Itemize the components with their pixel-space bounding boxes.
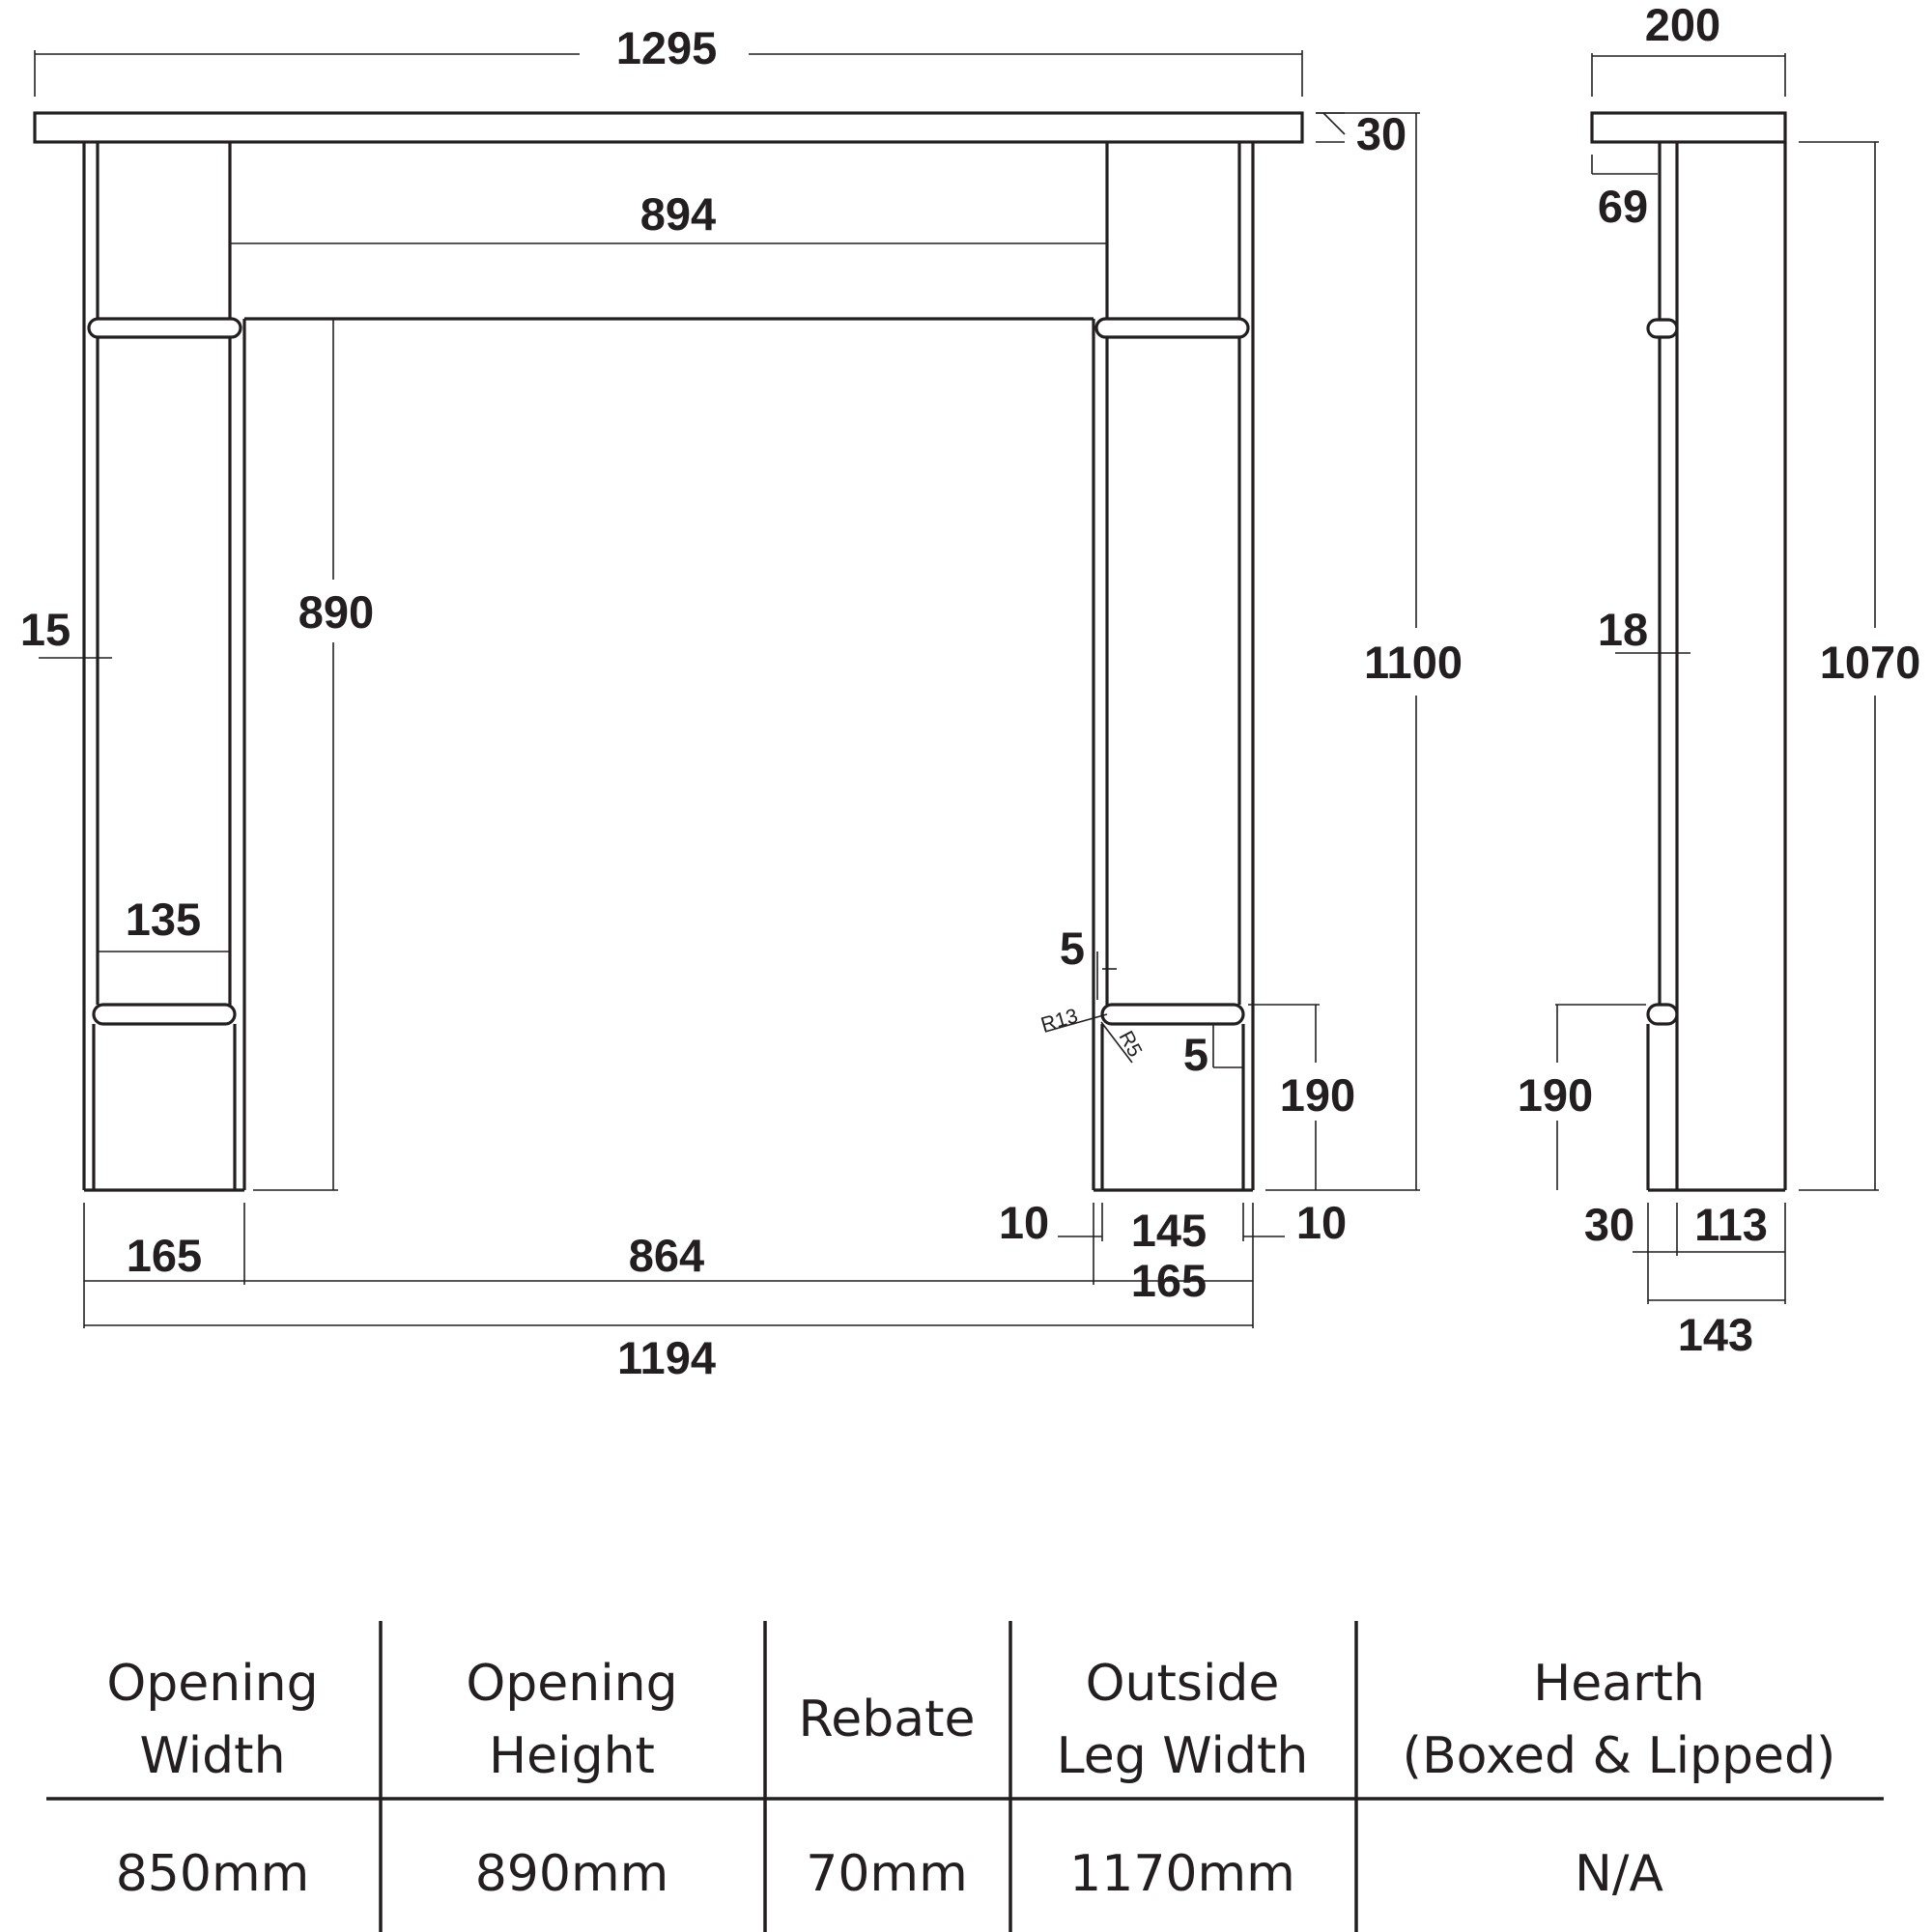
header-opening-height-line2: Height	[489, 1727, 655, 1785]
dim-leg-width-left: 165	[127, 1230, 202, 1281]
header-opening-height-line1: Opening	[466, 1655, 677, 1713]
dim-plinth-step: 5	[1183, 1029, 1208, 1080]
header-opening-width-line2: Width	[139, 1727, 285, 1785]
dim-total-depth: 143	[1678, 1309, 1753, 1360]
left-leg	[82, 142, 246, 1192]
dim-plinth-height: 190	[1280, 1069, 1355, 1121]
header-rebate: Rebate	[798, 1690, 975, 1748]
dim-pilaster-inset: 15	[20, 604, 71, 655]
value-outside-leg-width: 1170mm	[1069, 1845, 1295, 1903]
side-view: 200 69 18 190 1070 30 113 143	[1518, 0, 1920, 1360]
header-hearth-line2: (Boxed & Lipped)	[1403, 1727, 1836, 1785]
value-opening-height: 890mm	[475, 1845, 669, 1903]
value-opening-width: 850mm	[116, 1845, 310, 1903]
dim-front-plinth-depth: 30	[1584, 1199, 1634, 1250]
dim-leg-margin-right: 10	[1296, 1197, 1347, 1248]
header-hearth-line1: Hearth	[1533, 1655, 1705, 1713]
dim-pilaster-face-width: 135	[126, 894, 201, 945]
dim-overhang: 69	[1598, 181, 1648, 232]
header-outside-leg-width-line2: Leg Width	[1057, 1727, 1309, 1785]
side-dimension-labels: 200 69 18 190 1070 30 113 143	[1518, 0, 1920, 1360]
side-shelf	[1590, 111, 1787, 144]
dim-shelf-depth: 200	[1645, 0, 1720, 50]
dim-overall-width: 1295	[616, 22, 718, 73]
dim-overall-leg-width: 1194	[617, 1332, 716, 1383]
dim-height-below-shelf: 1070	[1820, 637, 1921, 688]
value-rebate: 70mm	[806, 1845, 967, 1903]
dim-leg-inner-width: 145	[1131, 1205, 1207, 1256]
dim-pilaster-depth: 18	[1598, 604, 1648, 655]
front-view: 1295 30 894 15 890 135 5 R13 R5 5 190 11…	[20, 22, 1463, 1383]
dim-bead-radius-large: R13	[1038, 1005, 1080, 1037]
dim-leg-width-right: 165	[1131, 1255, 1207, 1306]
front-dimension-labels: 1295 30 894 15 890 135 5 R13 R5 5 190 11…	[20, 22, 1463, 1383]
dim-step: 5	[1060, 923, 1085, 974]
header-outside-leg-width-line1: Outside	[1086, 1655, 1280, 1713]
spec-table: Opening Width Opening Height Rebate Outs…	[46, 1621, 1884, 1932]
dim-leg-margin-left: 10	[999, 1197, 1049, 1248]
side-dimension-lines	[1555, 53, 1879, 1304]
dim-shelf-thickness: 30	[1356, 108, 1406, 159]
dim-overall-height: 1100	[1364, 637, 1463, 688]
dim-opening-height: 890	[298, 586, 374, 638]
right-leg	[1092, 142, 1255, 1192]
header-opening-width-line1: Opening	[106, 1655, 318, 1713]
dim-side-plinth-height: 190	[1518, 1069, 1593, 1121]
mantel-shelf	[33, 111, 1304, 144]
value-hearth: N/A	[1575, 1845, 1663, 1903]
dim-opening-width: 864	[629, 1230, 704, 1281]
dim-frieze-width: 894	[640, 188, 716, 240]
front-dimension-lines	[34, 50, 1420, 1328]
dim-body-depth: 113	[1694, 1199, 1768, 1250]
dim-bead-radius-small: R5	[1115, 1028, 1147, 1062]
